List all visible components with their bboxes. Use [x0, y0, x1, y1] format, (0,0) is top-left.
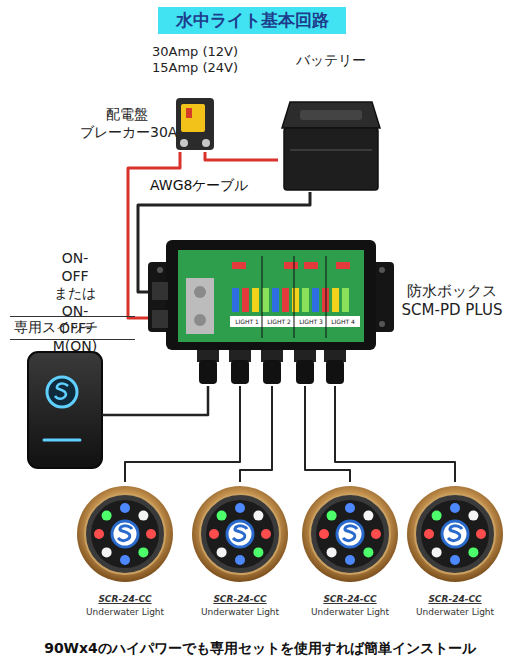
- board-label: LIGHT 1: [231, 317, 263, 326]
- fuse: [342, 288, 349, 312]
- node-heading: 防水ボックス SCM-PD PLUS: [396, 282, 508, 320]
- node-heading: SCR-24-CC: [75, 594, 175, 605]
- breaker-terminal: [180, 139, 188, 147]
- cable-gland: [296, 360, 314, 384]
- board-divider: [262, 256, 263, 338]
- fuse: [272, 288, 279, 312]
- underwater-light: [407, 486, 503, 582]
- diagram-caption: 90Wx4のハイパワーでも専用セットを使用すれば簡単インストール: [10, 640, 510, 658]
- fuse: [336, 262, 350, 269]
- fuse: [284, 262, 298, 269]
- edge-label: AWG8ケーブル: [150, 177, 248, 195]
- board-label: LIGHT 3: [295, 317, 327, 326]
- underwater-light: [192, 486, 288, 582]
- fuse: [302, 288, 309, 312]
- node-heading: バッテリー: [278, 52, 384, 70]
- breaker-terminal: [202, 139, 210, 147]
- breaker: 30Amp (12V) 15Amp (24V) 配電盤 ブレーカー30A: [80, 40, 250, 152]
- breaker-lever: [186, 108, 192, 118]
- underwater-light: [302, 486, 398, 582]
- fuse: [262, 288, 269, 312]
- underwater-light: SCR-24-CC Underwater Light: [300, 482, 400, 632]
- switch-indicator: [44, 439, 80, 442]
- node-text: 専用スイッチ: [10, 316, 135, 340]
- fuse: [232, 262, 246, 269]
- wire: [205, 152, 278, 160]
- board-label: LIGHT 4: [327, 317, 359, 326]
- mount-hole: [379, 321, 385, 327]
- wire: [335, 386, 455, 482]
- cable-gland: [231, 360, 249, 384]
- cable-entry: [152, 282, 168, 300]
- breaker-body: [176, 98, 214, 150]
- node-heading: SCR-24-CC: [190, 594, 290, 605]
- battery-rib: [290, 149, 372, 151]
- switch: ON-OFF または ON-OFF-M(ON)専用スイッチ: [5, 250, 145, 472]
- waterproof-box: 防水ボックス SCM-PD PLUS: [148, 238, 510, 386]
- battery-lid: [282, 102, 380, 128]
- terminal-screw: [194, 314, 206, 326]
- cable-gland: [326, 360, 344, 384]
- switch-logo: [47, 377, 77, 407]
- wire: [305, 386, 350, 482]
- fuse: [282, 288, 289, 312]
- wire: [240, 386, 272, 482]
- node-text: 配電盤 ブレーカー30A: [80, 106, 174, 141]
- breaker-face: [181, 104, 205, 132]
- battery: バッテリー: [278, 46, 384, 192]
- board-divider: [294, 256, 295, 338]
- switch-body: [28, 352, 102, 468]
- fuse: [252, 288, 259, 312]
- node-heading: SCR-24-CC: [300, 594, 400, 605]
- mount-hole: [379, 267, 385, 273]
- board-divider: [326, 256, 327, 338]
- label-strip: [230, 316, 360, 327]
- battery-case: [284, 128, 378, 190]
- node-heading: SCR-24-CC: [405, 594, 505, 605]
- circuit-board: [178, 250, 364, 342]
- wire: [128, 152, 180, 318]
- switch-logo-swoosh: [55, 383, 68, 398]
- cable-gland: [263, 360, 281, 384]
- fuse: [232, 288, 239, 312]
- terminal-screw: [194, 286, 206, 298]
- node-text: Underwater Light: [405, 607, 505, 618]
- cable-entry: [152, 310, 168, 328]
- fuse: [312, 288, 319, 312]
- fuse: [292, 288, 299, 312]
- underwater-light: SCR-24-CC Underwater Light: [190, 482, 290, 632]
- node-text: Underwater Light: [300, 607, 400, 618]
- node-text: Underwater Light: [190, 607, 290, 618]
- wire-stub: [102, 414, 145, 417]
- wire: [138, 192, 310, 292]
- underwater-light: [77, 486, 173, 582]
- fuse: [304, 262, 318, 269]
- box-body: [166, 240, 376, 350]
- underwater-light: SCR-24-CC Underwater Light: [405, 482, 505, 632]
- fuse: [242, 288, 249, 312]
- terminal-block: [186, 278, 214, 334]
- node-heading: 30Amp (12V) 15Amp (24V): [145, 44, 245, 77]
- diagram-title: 水中ライト基本回路: [158, 7, 346, 34]
- fuse: [332, 288, 339, 312]
- cable-gland: [199, 360, 217, 384]
- underwater-light: SCR-24-CC Underwater Light: [75, 482, 175, 632]
- board-label: LIGHT 2: [263, 317, 295, 326]
- node-text: Underwater Light: [75, 607, 175, 618]
- wire: [145, 386, 208, 415]
- mount-hole: [157, 267, 163, 273]
- battery-handle: [300, 110, 362, 120]
- wire: [125, 386, 240, 482]
